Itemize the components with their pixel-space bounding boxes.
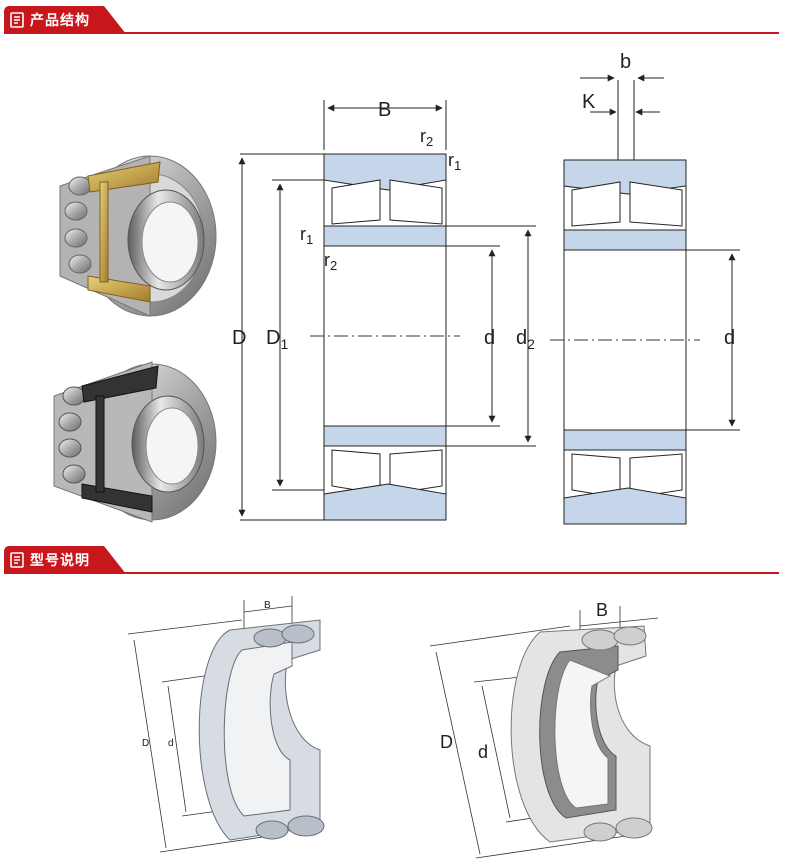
document-icon (10, 552, 24, 568)
label-r2-left: r2 (324, 250, 337, 273)
label-r2-top: r2 (420, 126, 433, 149)
label-r1-top: r1 (448, 150, 461, 173)
label-d: d (484, 327, 495, 349)
label-B: B (264, 600, 271, 611)
label-B: B (596, 600, 608, 620)
bearing-model-illustration-right: B D d (429, 600, 659, 859)
section-title: 型号说明 (30, 552, 90, 568)
section-tab: 型号说明 (4, 546, 126, 574)
section-tab: 产品结构 (4, 6, 126, 34)
label-D: D (232, 327, 246, 349)
label-D: D (440, 732, 453, 752)
bearing-model-illustration-left: B D d (127, 596, 325, 853)
section-divider (4, 32, 779, 34)
label-B: B (378, 99, 391, 121)
label-K: K (582, 91, 596, 113)
label-d-right: d (724, 327, 735, 349)
label-b: b (620, 51, 631, 73)
label-r1-left: r1 (300, 224, 313, 247)
label-d: d (478, 742, 488, 762)
section-header-model: 型号说明 (0, 544, 785, 574)
bearing-photo-brass-cage (59, 155, 217, 317)
label-D: D (142, 738, 149, 749)
section-title: 产品结构 (30, 12, 90, 28)
section-header-structure: 产品结构 (0, 4, 785, 34)
label-d: d (168, 738, 174, 749)
document-icon (10, 12, 24, 28)
bearing-cross-section-diagram: B r2 r1 r1 r2 D D1 d d2 d b K (232, 51, 740, 525)
section-divider (4, 572, 779, 574)
label-d2: d2 (516, 327, 535, 352)
label-D1: D1 (266, 327, 288, 352)
bearing-photo-steel-cage (53, 361, 217, 523)
